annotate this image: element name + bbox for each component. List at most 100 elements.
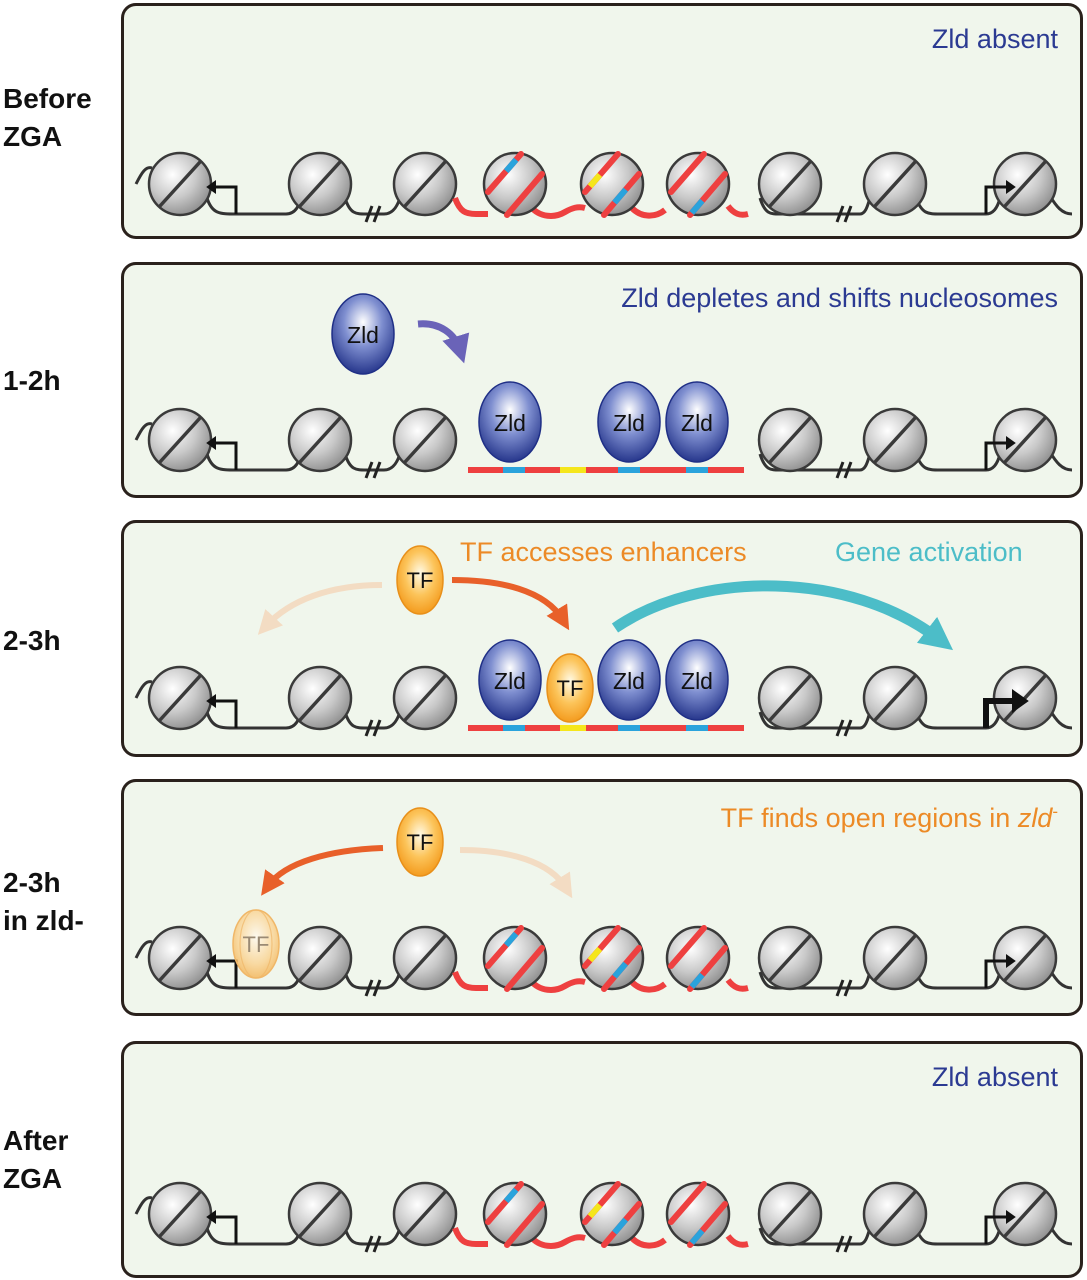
dna-strand — [914, 197, 1002, 216]
dna-strand — [758, 197, 872, 216]
promoter-arrow-head — [1006, 436, 1016, 450]
enhancer-dna-linker — [527, 1233, 586, 1249]
dna-wrap-line — [1003, 934, 1047, 982]
zld-ellipse — [665, 381, 729, 463]
dna-wrap-line — [403, 416, 447, 464]
zld-label: Zld — [681, 410, 713, 436]
zld-factor: Zld — [597, 639, 661, 721]
dna-strand — [134, 166, 153, 185]
panel-title-italic: zld — [1017, 803, 1053, 833]
dna-wrap-line — [298, 1190, 342, 1238]
enhancer-dna-linker — [452, 196, 488, 217]
tf-factor: TF — [546, 653, 594, 723]
dna-strand — [758, 453, 872, 472]
tf-label: TF — [557, 676, 584, 701]
dna-break-mark — [835, 461, 845, 479]
motif-segment — [689, 972, 705, 989]
enhancer-dna-strand — [504, 945, 545, 992]
tf-label: TF — [407, 568, 434, 593]
chromatin-track — [134, 665, 1073, 737]
promoter-arrow-head — [1012, 689, 1029, 713]
stage-label-1-2h: 1-2h — [3, 362, 61, 400]
zld-factor: Zld — [665, 381, 729, 463]
promoter-arrow-stem — [984, 441, 1006, 470]
motif-segment — [587, 946, 603, 963]
dna-wrap-line — [158, 674, 202, 722]
zld-label: Zld — [494, 410, 526, 436]
motif-segment — [587, 172, 603, 189]
dna-wrap-line — [768, 1190, 812, 1238]
zld-label: Zld — [347, 322, 379, 348]
stage-label-before-zga: Before ZGA — [3, 80, 92, 156]
dna-wrap-line — [298, 416, 342, 464]
dna-strand — [134, 940, 153, 959]
tf-label: TF — [243, 932, 270, 957]
zld-factor: Zld — [478, 639, 542, 721]
motif-segment — [612, 1217, 628, 1235]
dna-strand — [758, 971, 872, 990]
promoter-arrow-stem — [216, 1215, 238, 1244]
dna-break-mark — [835, 719, 845, 737]
enhancer-nucleosome — [665, 1181, 731, 1247]
tf-factor: TF — [396, 545, 444, 615]
promoter-arrow-stem — [983, 698, 1012, 728]
panel-title: Zld absent — [931, 24, 1058, 54]
dna-wrap-line — [873, 160, 917, 208]
dna-break-mark — [835, 205, 845, 223]
stage-label-line: Before — [3, 83, 92, 114]
panel-title: Zld depletes and shifts nucleosomes — [621, 283, 1058, 313]
enhancer-dna-linker — [627, 203, 667, 219]
motif-segment — [689, 1228, 705, 1245]
enhancer-dna-strand — [668, 151, 707, 195]
dna-wrap-line — [768, 416, 812, 464]
dna-strand — [914, 1227, 1002, 1246]
promoter-arrow-head — [1006, 180, 1016, 194]
dna-strand — [205, 453, 302, 472]
tf-ellipse — [396, 545, 444, 615]
dna-strand — [914, 711, 1002, 730]
chromatin-track — [134, 151, 1073, 223]
dna-wrap-line — [298, 674, 342, 722]
enhancer-nucleosome — [482, 925, 548, 991]
dna-wrap-line — [873, 674, 917, 722]
dna-wrap-line — [158, 416, 202, 464]
panel-title: Zld absent — [931, 1062, 1058, 1092]
dna-wrap-line — [768, 934, 812, 982]
enhancer-dna-linker — [527, 203, 586, 219]
zld-ellipse — [665, 639, 729, 721]
motif-segment — [612, 961, 628, 979]
zld-factor: Zld — [665, 639, 729, 721]
dna-wrap-line — [873, 416, 917, 464]
dna-wrap-line — [1003, 1190, 1047, 1238]
dna-strand — [343, 971, 402, 990]
zld-ellipse — [597, 639, 661, 721]
promoter-arrow-stem — [216, 441, 238, 470]
stage-label-line: 2-3h — [3, 625, 61, 656]
promoter-arrow-head — [1006, 954, 1016, 968]
stage-label-line: in zld- — [3, 905, 84, 936]
zld-ellipse — [597, 381, 661, 463]
stage-label-line: ZGA — [3, 1163, 63, 1194]
tf-factor: TF — [232, 909, 280, 979]
enhancer-nucleosome — [482, 1181, 548, 1247]
dna-break-mark — [364, 719, 374, 737]
enhancer-nucleosome — [665, 925, 731, 991]
enhancer-dna-linker — [627, 977, 667, 993]
dna-strand — [914, 453, 1002, 472]
promoter-arrow-stem — [984, 185, 1006, 214]
zld-factor: Zld — [478, 381, 542, 463]
dna-break-mark — [364, 979, 374, 997]
dna-strand — [758, 711, 872, 730]
promoter-arrow-stem — [216, 699, 238, 728]
dna-strand — [205, 1227, 302, 1246]
stage-label-line: 2-3h — [3, 867, 61, 898]
enhancer-dna-linker — [452, 970, 488, 991]
dna-break-mark — [843, 205, 853, 223]
chromatin-track — [134, 925, 1073, 997]
tf-ellipse — [396, 807, 444, 877]
promoter-arrow-head — [206, 436, 216, 450]
dna-break-mark — [372, 461, 382, 479]
promoter-arrow-head — [206, 694, 216, 708]
promoter-arrow-stem — [216, 185, 238, 214]
